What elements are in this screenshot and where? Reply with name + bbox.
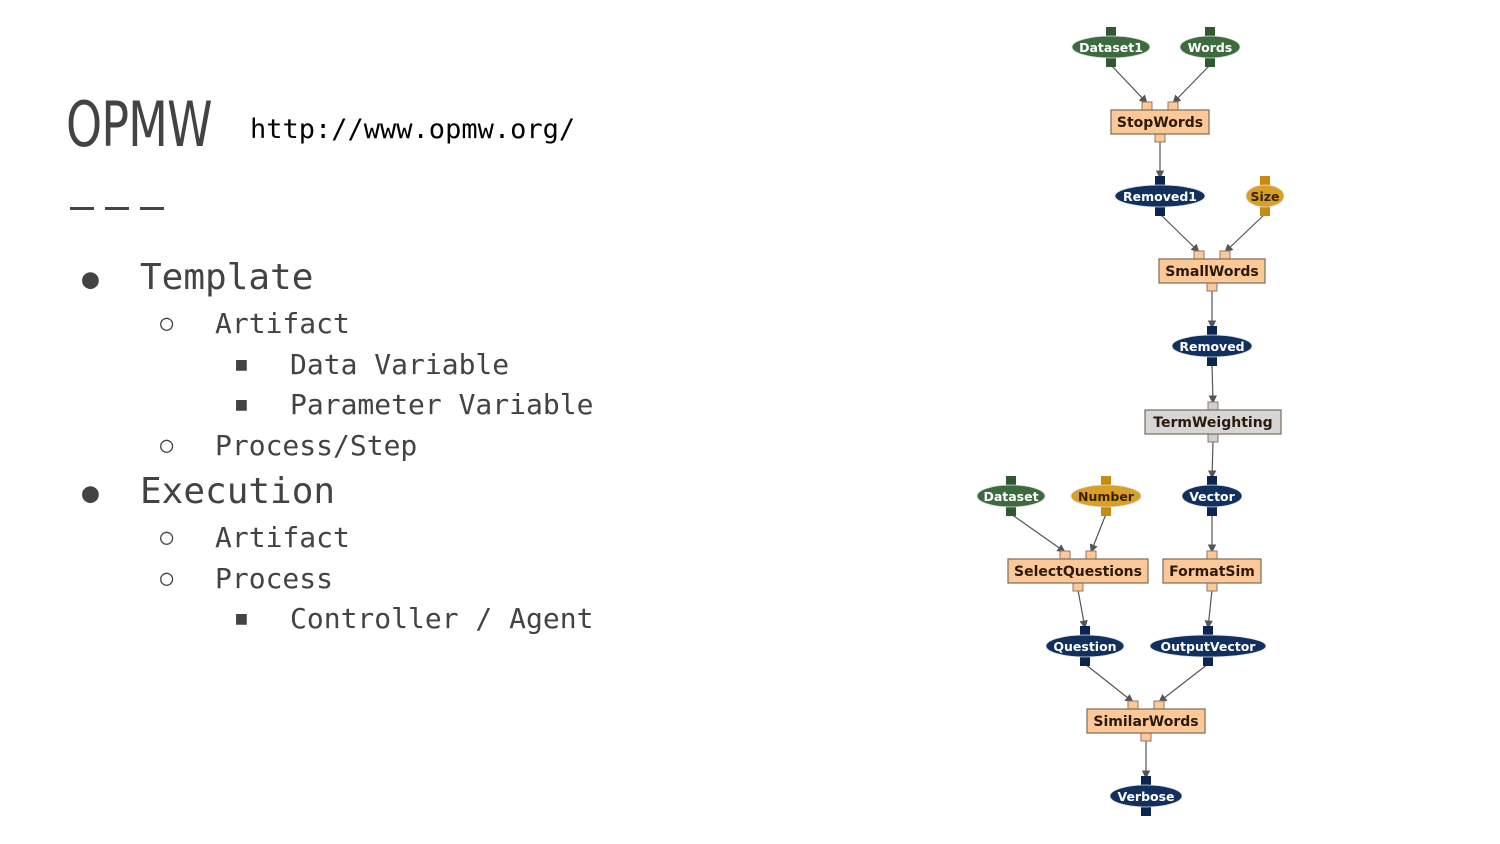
slide-url: http://www.opmw.org/ — [250, 114, 576, 145]
outline-bullet: ● — [82, 476, 99, 510]
workflow-node-label: Dataset — [983, 489, 1038, 504]
workflow-node-label: SelectQuestions — [1014, 564, 1142, 580]
outline-bullet: ○ — [160, 310, 174, 336]
outline-item: Parameter Variable — [290, 387, 594, 421]
workflow-node-label: Number — [1078, 489, 1135, 504]
outline-bullet: ■ — [236, 394, 247, 416]
outline-bullet: ○ — [160, 432, 174, 458]
workflow-node-selectquestions[interactable]: SelectQuestions — [1007, 550, 1149, 592]
workflow-node-termweighting[interactable]: TermWeighting — [1144, 401, 1282, 443]
outline-bullet: ○ — [160, 565, 174, 591]
workflow-node-words[interactable]: Words — [1179, 27, 1241, 67]
workflow-node-label: Verbose — [1117, 789, 1174, 804]
workflow-node-smallwords[interactable]: SmallWords — [1158, 250, 1266, 292]
workflow-edge — [1089, 513, 1107, 553]
workflow-node-outputvector[interactable]: OutputVector — [1149, 626, 1267, 666]
workflow-edge — [1208, 363, 1218, 404]
workflow-edge — [1224, 213, 1266, 253]
outline-item: Process/Step — [215, 428, 418, 462]
outline-item: Process — [215, 561, 334, 595]
workflow-edge — [1084, 663, 1134, 703]
outline-item: Execution — [140, 470, 336, 512]
outline-item: Artifact — [215, 306, 350, 340]
workflow-node-label: Question — [1053, 639, 1116, 654]
workflow-node-formatsim[interactable]: FormatSim — [1162, 550, 1262, 592]
workflow-node-label: Removed — [1179, 339, 1244, 354]
workflow-edge — [1077, 589, 1088, 629]
workflow-node-label: OutputVector — [1161, 639, 1257, 654]
workflow-node-vector[interactable]: Vector — [1181, 476, 1243, 516]
workflow-node-dataset[interactable]: Dataset — [976, 476, 1046, 516]
workflow-node-label: Vector — [1189, 489, 1235, 504]
outline-item: Artifact — [215, 520, 350, 554]
workflow-node-label: Size — [1250, 189, 1279, 204]
workflow-node-label: SimilarWords — [1093, 714, 1198, 730]
workflow-node-similarwords[interactable]: SimilarWords — [1086, 700, 1206, 742]
workflow-node-question[interactable]: Question — [1045, 626, 1125, 666]
workflow-node-dataset1[interactable]: Dataset1 — [1071, 27, 1151, 67]
workflow-node-number[interactable]: Number — [1070, 476, 1142, 516]
workflow-node-label: Dataset1 — [1079, 40, 1143, 55]
outline-bullet: ● — [82, 262, 99, 296]
workflow-node-verbose[interactable]: Verbose — [1109, 776, 1183, 816]
workflow-node-label: SmallWords — [1165, 264, 1259, 280]
workflow-node-label: TermWeighting — [1153, 415, 1272, 431]
outline-bullet: ■ — [236, 354, 247, 376]
workflow-node-label: Removed1 — [1123, 189, 1197, 204]
outline-bullet: ○ — [160, 524, 174, 550]
outline-item: Data Variable — [290, 347, 510, 381]
outline-item: Controller / Agent — [290, 601, 594, 635]
workflow-node-stopwords[interactable]: StopWords — [1110, 101, 1210, 143]
workflow-edge — [1010, 513, 1066, 553]
workflow-edge — [1204, 589, 1213, 629]
workflow-node-label: StopWords — [1117, 115, 1203, 131]
workflow-node-label: FormatSim — [1169, 564, 1255, 580]
workflow-node-label: Words — [1188, 40, 1232, 55]
workflow-node-removed[interactable]: Removed — [1171, 326, 1253, 366]
workflow-edge — [1110, 64, 1148, 104]
workflow-node-removed1[interactable]: Removed1 — [1114, 176, 1206, 216]
workflow-edge — [1172, 64, 1211, 104]
slide-title: OPMW — [66, 88, 213, 161]
title-divider — [70, 207, 164, 210]
workflow-edge — [1159, 213, 1200, 253]
outline-item: Template — [140, 256, 314, 298]
outline-bullet: ■ — [236, 608, 247, 630]
workflow-edge — [1208, 440, 1217, 479]
workflow-edge — [1158, 663, 1209, 703]
workflow-node-size[interactable]: Size — [1245, 176, 1285, 216]
